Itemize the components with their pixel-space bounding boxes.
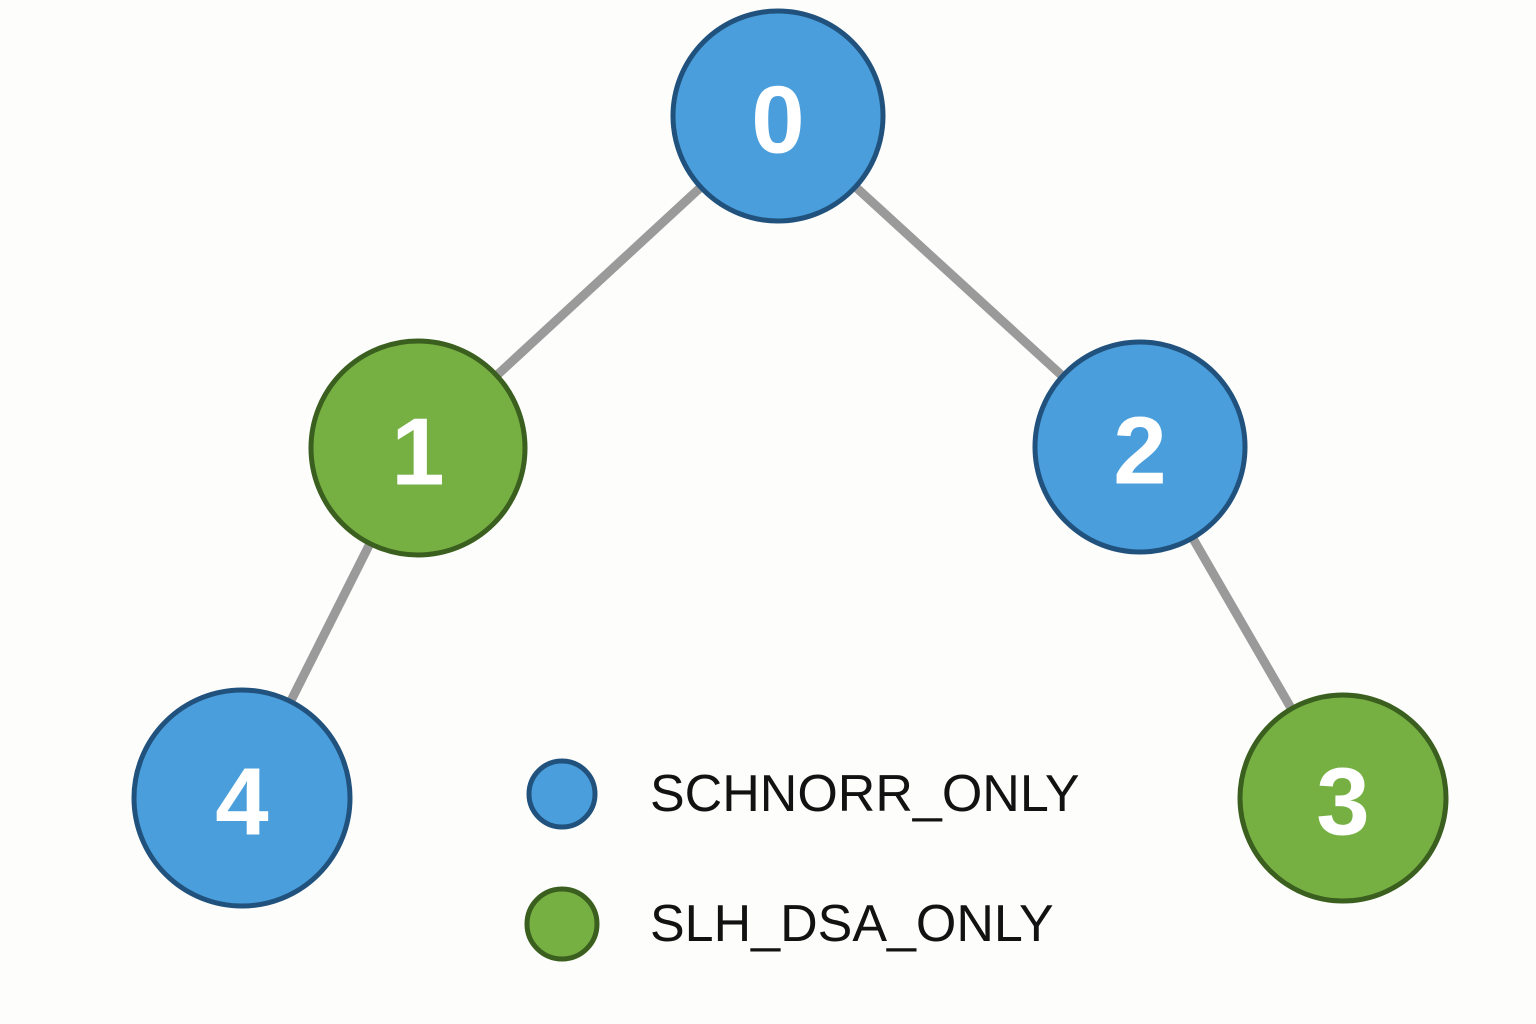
graph-edge-0-1 xyxy=(490,181,707,382)
legend-layer: SCHNORR_ONLY SLH_DSA_ONLY xyxy=(524,758,1080,962)
legend-swatch-icon-1 xyxy=(524,886,600,962)
graph-edge-0-2 xyxy=(849,180,1069,383)
graph-node-0[interactable]: 0 xyxy=(670,8,886,224)
legend-label-0: SCHNORR_ONLY xyxy=(650,765,1080,823)
legend-item-0[interactable]: SCHNORR_ONLY xyxy=(526,758,1080,830)
graph-node-4[interactable]: 4 xyxy=(131,687,353,909)
graph-node-3[interactable]: 3 xyxy=(1237,692,1449,904)
legend-swatch-icon-0 xyxy=(526,758,598,830)
edges-layer xyxy=(284,180,1298,715)
legend-label-1: SLH_DSA_ONLY xyxy=(650,895,1054,953)
node-circle-2[interactable] xyxy=(1032,339,1248,555)
legend-item-1[interactable]: SLH_DSA_ONLY xyxy=(524,886,1054,962)
graph-node-1[interactable]: 1 xyxy=(308,338,528,558)
graph-node-2[interactable]: 2 xyxy=(1032,339,1248,555)
graph-edge-1-4 xyxy=(284,537,376,708)
node-label-3: 3 xyxy=(1316,749,1369,856)
node-circle-3[interactable] xyxy=(1237,692,1449,904)
node-label-0: 0 xyxy=(751,67,804,174)
node-circle-0[interactable] xyxy=(670,8,886,224)
graph-edge-2-3 xyxy=(1186,532,1298,715)
node-circle-4[interactable] xyxy=(131,687,353,909)
node-label-1: 1 xyxy=(391,399,444,506)
node-label-2: 2 xyxy=(1113,398,1166,505)
node-circle-1[interactable] xyxy=(308,338,528,558)
nodes-layer: 0 1 2 3 4 xyxy=(131,8,1449,909)
node-label-4: 4 xyxy=(215,749,268,856)
